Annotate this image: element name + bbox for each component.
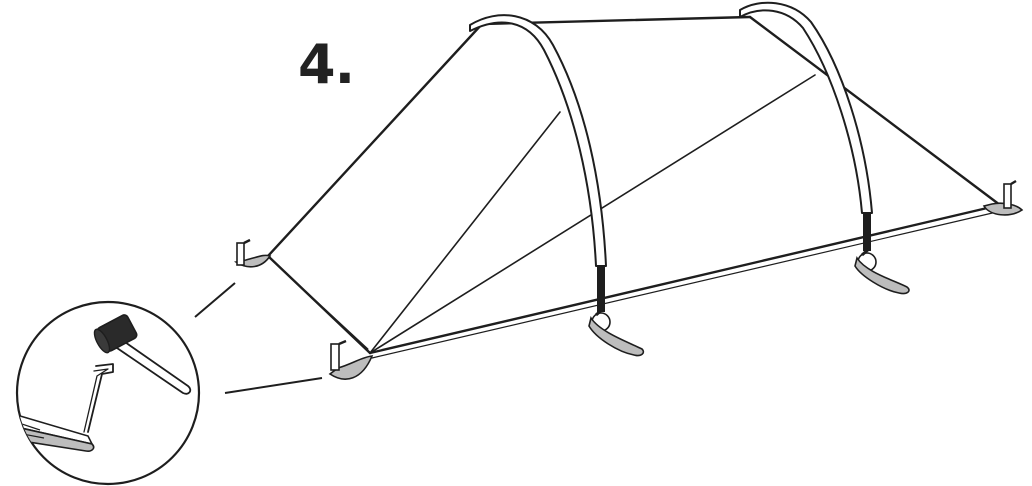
corner-peg-rear [982,179,1024,216]
callout-leader-lower [224,377,323,394]
tent-bottom-edge-inner [371,210,1002,359]
mallet-head [93,314,138,354]
tent-left-edge [266,22,484,258]
tent-bottom-edge [368,203,1002,355]
step-number: 4. [298,33,355,96]
mallet-handle [116,339,192,395]
corner-peg-front-left [233,238,272,268]
detail-callout [15,300,201,486]
peg-head [595,306,605,317]
rear-pole-webbing [863,213,871,251]
callout-leader-upper [194,282,236,318]
rear-pole [739,1,873,214]
tent-peg-icon [83,363,114,433]
tent-fly [266,15,1002,359]
rear-pole-anchor [854,246,910,295]
tent-right-edge [748,15,1002,207]
peg-tab [588,316,645,357]
mallet-icon [93,314,192,395]
front-pole [469,14,607,267]
tent-poles [469,1,873,312]
front-pole-webbing [597,266,605,312]
corner-peg-front-right [328,339,374,380]
vestibule-base-inner [272,260,369,350]
front-pole-anchor [588,306,645,357]
peg-head [861,246,871,257]
peg-tab [854,256,910,295]
detail-corner-strap [17,411,95,452]
door-seam [369,111,561,354]
